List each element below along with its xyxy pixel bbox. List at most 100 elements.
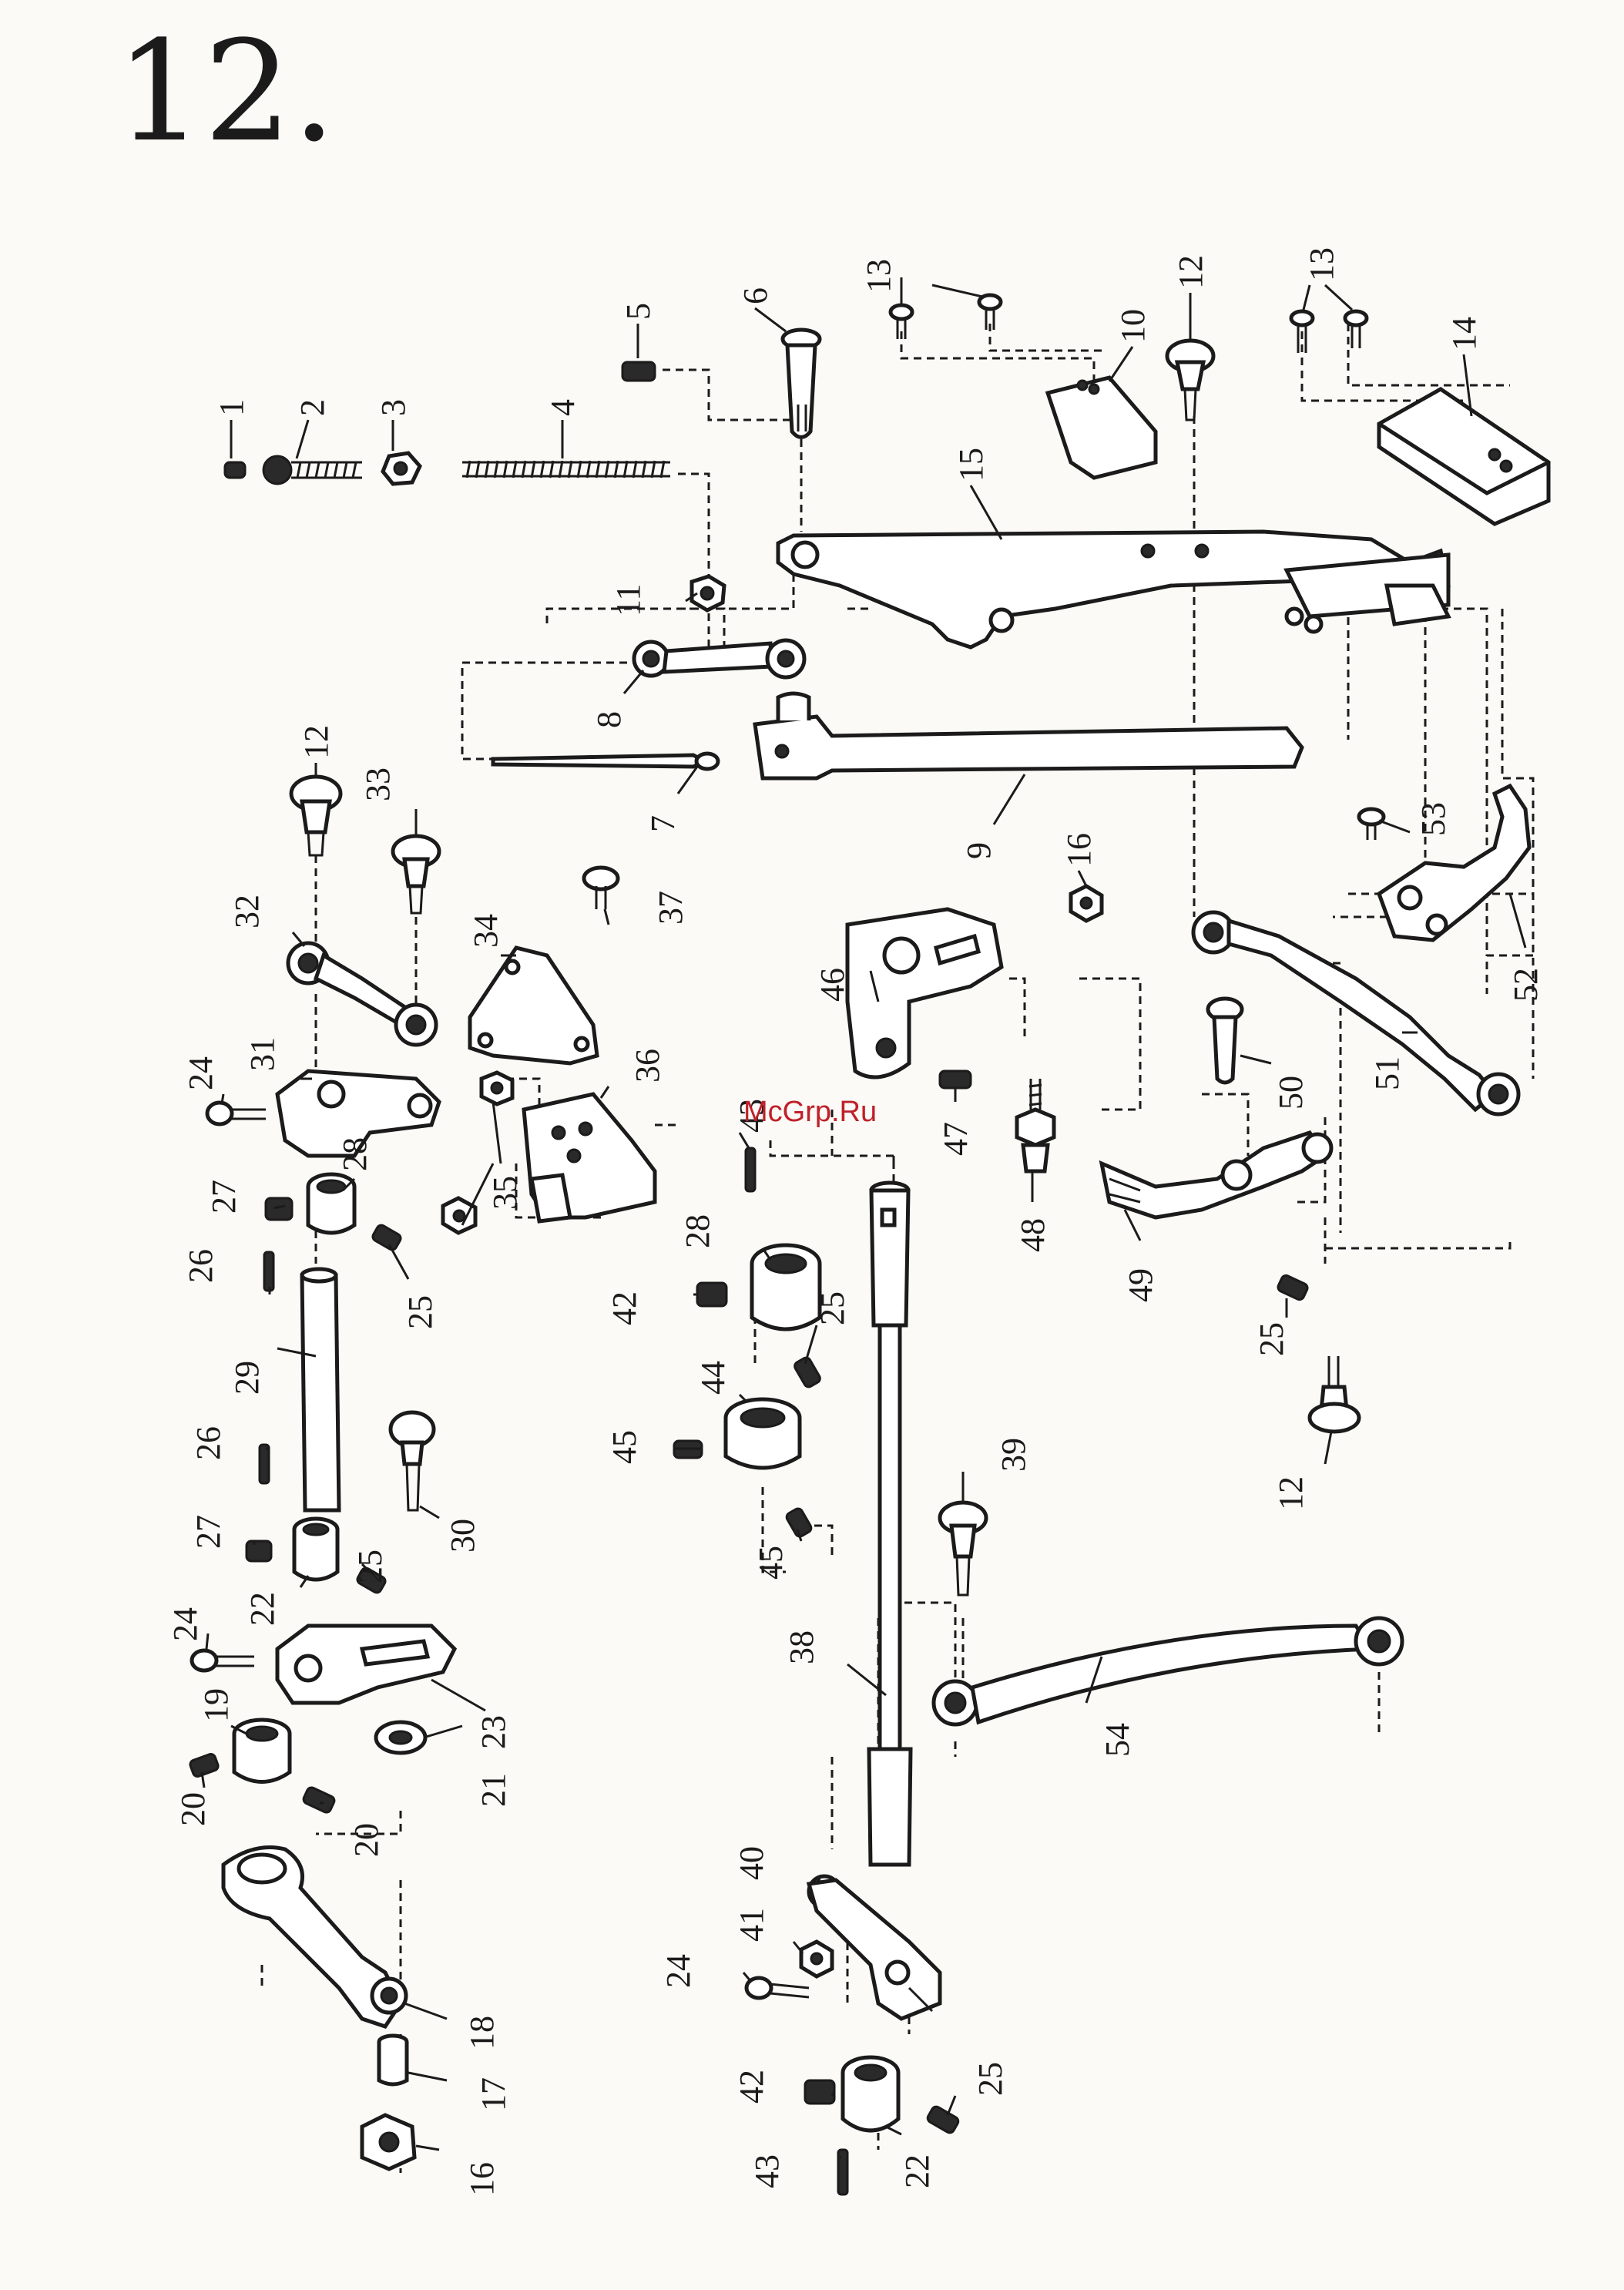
part-24-screw-middle: [192, 1650, 254, 1670]
part-2-adjust-screw: [263, 456, 362, 484]
part-28-collar-center: [752, 1245, 820, 1329]
part-37-screw: [584, 868, 618, 909]
callout-22-lower: 22: [898, 2154, 936, 2188]
callout-24-upper: 24: [182, 1056, 220, 1090]
callout-17: 17: [475, 2077, 512, 2111]
part-24-screw-upper: [207, 1103, 266, 1124]
part-16-nut-upper: [1071, 886, 1102, 921]
watermark: McGrp.Ru: [743, 1096, 877, 1128]
part-9-shaft: [755, 693, 1302, 778]
part-15-main-lever: [778, 532, 1448, 647]
part-25-screw-center: [793, 1356, 821, 1388]
callout-50: 50: [1272, 1076, 1310, 1110]
callout-45-upper: 45: [606, 1430, 643, 1464]
callout-26-upper: 26: [182, 1249, 220, 1283]
part-49-fork: [1102, 1133, 1331, 1217]
part-23-crank: [277, 1626, 455, 1703]
callout-29: 29: [228, 1361, 266, 1395]
callout-27-lower: 27: [190, 1515, 227, 1549]
callout-15: 15: [952, 448, 990, 482]
callout-13-a: 13: [860, 259, 898, 293]
part-16-nut-lower: [362, 2115, 414, 2169]
part-43-pin-upper: [746, 1148, 755, 1191]
callout-5: 5: [619, 303, 657, 320]
callout-33: 33: [359, 767, 397, 801]
callout-9: 9: [960, 842, 998, 859]
part-38-shaft: [869, 1183, 911, 1865]
part-33-shoulder-screw: [393, 836, 439, 913]
part-4-spring: [462, 461, 670, 478]
part-22-collar-lower: [843, 2057, 898, 2131]
callout-37: 37: [652, 891, 690, 925]
callout-25-d: 25: [1253, 1322, 1290, 1356]
callout-43-lower: 43: [748, 2154, 786, 2188]
callout-25-e: 25: [971, 2062, 1009, 2096]
callout-53: 53: [1414, 802, 1452, 836]
part-6-pin: [783, 330, 820, 438]
callout-12-top: 12: [1172, 255, 1210, 289]
callout-44: 44: [694, 1361, 732, 1395]
callout-36: 36: [629, 1049, 666, 1083]
part-14-block: [1379, 389, 1549, 524]
callout-22-upper: 22: [243, 1592, 281, 1626]
callout-14: 14: [1445, 317, 1483, 351]
callout-49: 49: [1122, 1268, 1159, 1302]
callout-20-b: 20: [347, 1823, 385, 1857]
callout-52: 52: [1507, 968, 1545, 1002]
part-26-pin-upper: [264, 1252, 273, 1291]
callout-4: 4: [544, 399, 582, 416]
part-46-crank: [847, 909, 1002, 1077]
callout-48: 48: [1014, 1218, 1052, 1252]
part-48-stud: [1017, 1079, 1054, 1171]
part-3-nut: [383, 453, 420, 484]
callout-24-lower: 24: [659, 1954, 697, 1988]
part-52-looper-holder: [1379, 786, 1529, 940]
part-8-link: [634, 640, 804, 677]
part-29-shaft: [302, 1269, 339, 1510]
part-39-shoulder-screw: [940, 1503, 986, 1595]
part-28-collar-upper: [308, 1174, 354, 1233]
part-34-plate: [470, 948, 597, 1063]
callout-42-lower: 42: [733, 2070, 770, 2104]
callout-7: 7: [644, 815, 682, 832]
callout-6: 6: [737, 287, 774, 304]
callout-30: 30: [444, 1519, 481, 1553]
callout-19: 19: [197, 1688, 235, 1722]
part-18-arm: [223, 1848, 406, 2027]
part-54-arm: [934, 1618, 1402, 1724]
part-44-collar: [726, 1399, 800, 1468]
callout-26-lower: 26: [190, 1426, 227, 1460]
callout-32: 32: [228, 895, 266, 928]
part-53-screw: [1359, 809, 1384, 840]
part-24-screw-lower: [747, 1978, 809, 1998]
part-25-screw-bottom: [926, 2105, 960, 2134]
callout-39: 39: [995, 1438, 1032, 1472]
callout-16-upper: 16: [1060, 833, 1098, 867]
callout-10: 10: [1114, 309, 1152, 343]
callout-42-upper: 42: [606, 1291, 643, 1325]
part-30-thumb-screw: [391, 1412, 434, 1510]
callout-3: 3: [374, 399, 412, 416]
part-42-screw-lower: [805, 2080, 834, 2104]
part-26-pin-lower: [260, 1445, 269, 1483]
callout-20-a: 20: [174, 1792, 212, 1826]
callout-16-lower: 16: [463, 2162, 501, 2196]
callout-51: 51: [1368, 1056, 1406, 1090]
callout-27-upper: 27: [205, 1180, 243, 1214]
part-42-screw-upper: [697, 1283, 726, 1306]
part-21-washer: [376, 1722, 425, 1753]
part-36-bracket: [524, 1094, 655, 1221]
callout-2: 2: [294, 399, 331, 416]
callout-1: 1: [213, 399, 250, 416]
part-50-pin: [1208, 999, 1242, 1083]
part-5-set-screw: [622, 362, 655, 381]
callout-45-lower: 45: [752, 1546, 790, 1580]
callout-12-right: 12: [1272, 1476, 1310, 1510]
callout-38: 38: [783, 1630, 820, 1664]
callout-28-upper: 28: [336, 1137, 374, 1171]
part-47-set-screw: [940, 1071, 971, 1088]
callout-47: 47: [937, 1122, 975, 1156]
part-27-screw-upper: [266, 1198, 292, 1220]
part-25-screw-right: [1277, 1274, 1309, 1301]
